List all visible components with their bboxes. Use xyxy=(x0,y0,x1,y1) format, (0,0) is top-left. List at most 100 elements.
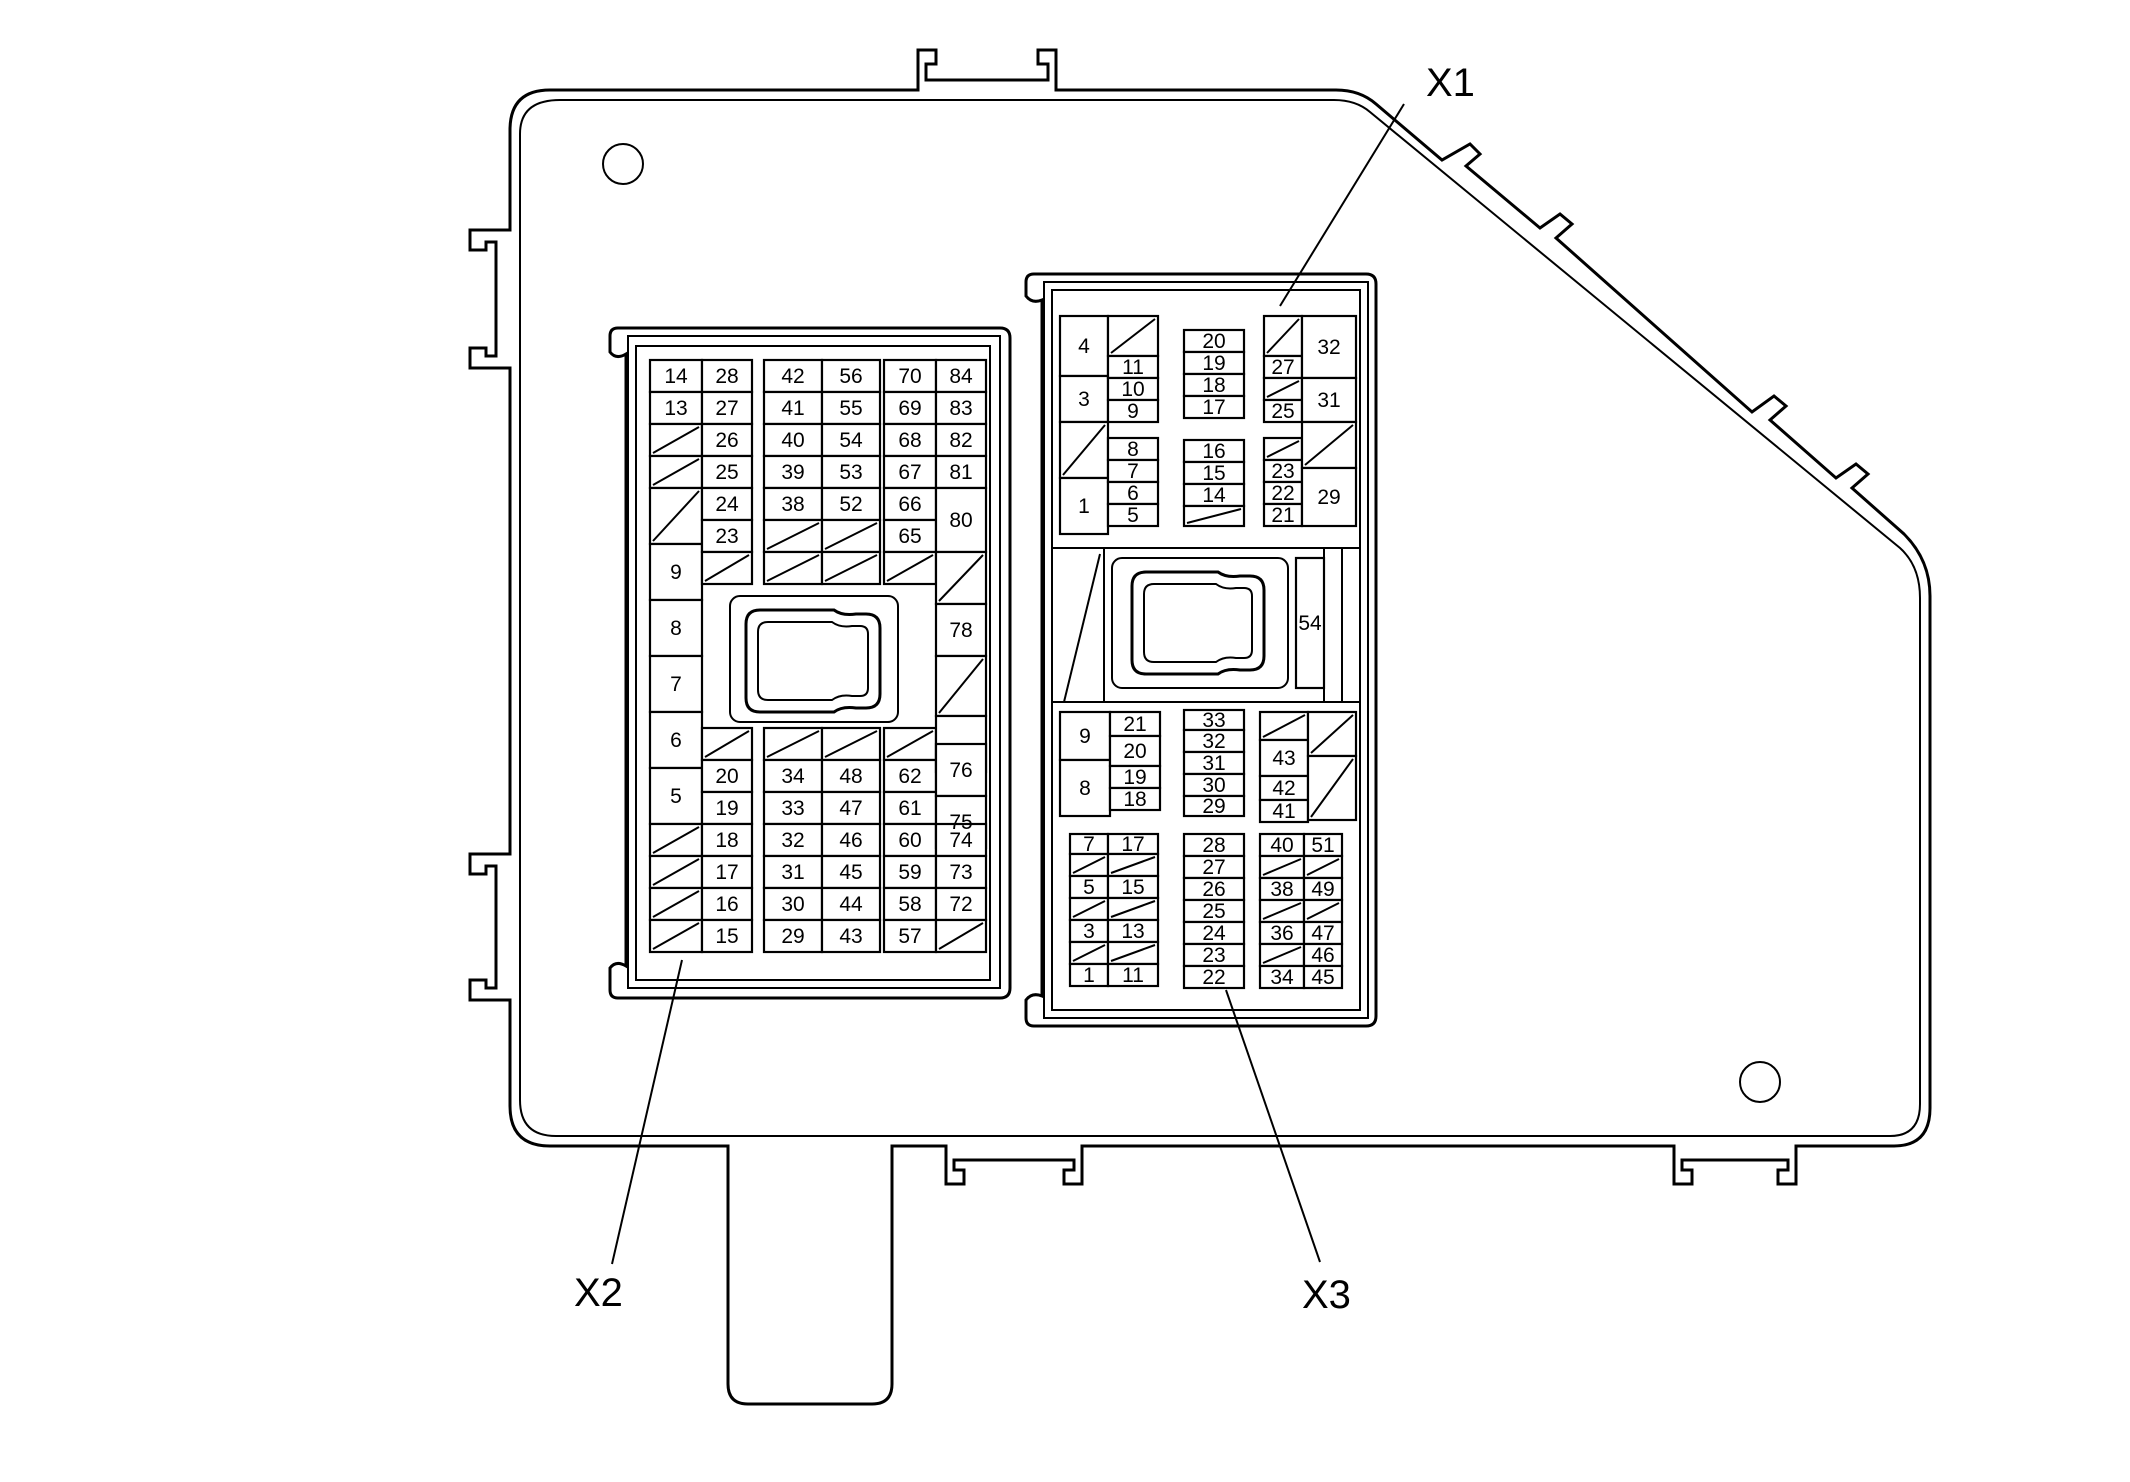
pin-number: 23 xyxy=(1271,460,1294,483)
pin-number: 7 xyxy=(1127,460,1139,483)
blank-pin-cell xyxy=(820,726,882,762)
pin-number: 7 xyxy=(1083,833,1095,856)
blank-pin-cell xyxy=(1106,896,1160,922)
pin-cells xyxy=(648,314,1358,990)
pin-number: 9 xyxy=(1079,725,1091,748)
blank-pin-cell xyxy=(1106,852,1160,878)
pin-number: 25 xyxy=(1202,900,1225,923)
pin-cell xyxy=(762,854,824,890)
pin-cell xyxy=(1182,964,1246,990)
connector-x1-x3-frame xyxy=(1024,272,1378,1028)
blank-pin-cell xyxy=(1262,436,1304,462)
pin-number: 20 xyxy=(715,765,738,788)
pin-cell xyxy=(1108,734,1162,768)
blank-pin-cell xyxy=(1302,898,1344,924)
pin-number: 18 xyxy=(1123,788,1146,811)
pin-number: 60 xyxy=(898,829,921,852)
pin-cell xyxy=(1108,786,1162,812)
callout-label-x1: X1 xyxy=(1426,61,1475,105)
connector-x2-frame xyxy=(608,326,1012,1000)
pin-number: 48 xyxy=(839,765,862,788)
blank-pin-cell xyxy=(648,454,704,490)
pin-number: 11 xyxy=(1122,356,1144,379)
pin-number: 57 xyxy=(898,925,921,948)
blank-pin-cell xyxy=(762,726,824,762)
pin-number: 15 xyxy=(1121,876,1144,899)
pin-number: 28 xyxy=(715,365,738,388)
pin-number: 43 xyxy=(839,925,862,948)
pin-number: 47 xyxy=(1311,922,1334,945)
blank-pin-cell xyxy=(820,518,882,554)
pin-cell xyxy=(700,918,754,954)
x2-center-latch xyxy=(729,595,899,723)
pin-number: 58 xyxy=(898,893,921,916)
blank-pin-cell xyxy=(1182,504,1246,528)
pin-cell xyxy=(700,390,754,426)
pin-number: 24 xyxy=(715,493,739,516)
blank-pin-cell xyxy=(648,822,704,858)
pin-number: 33 xyxy=(781,797,804,820)
pin-cell xyxy=(934,454,988,490)
pin-number: 19 xyxy=(1123,766,1146,789)
blank-pin-cell xyxy=(934,550,988,606)
pin-number: 29 xyxy=(1202,795,1225,818)
pin-number: 21 xyxy=(1271,504,1294,527)
blank-pin-cell xyxy=(1262,314,1304,358)
pin-cell xyxy=(700,358,754,394)
pin-cell xyxy=(934,602,988,658)
pin-labels: 1413987652827262524232019181716154241403… xyxy=(664,330,1340,989)
pin-cell xyxy=(934,390,988,426)
pin-number: 80 xyxy=(949,509,972,532)
pin-number: 26 xyxy=(1202,878,1225,901)
pin-cell xyxy=(1258,738,1310,778)
blank-pin-cell xyxy=(1058,420,1110,480)
callout-line-x3 xyxy=(1225,989,1321,1263)
callout-line-x1 xyxy=(1279,103,1405,307)
pin-number: 7 xyxy=(670,673,682,696)
pin-number: 30 xyxy=(1202,774,1225,797)
callout-label-x2: X2 xyxy=(574,1271,623,1315)
pin-number: 51 xyxy=(1311,834,1334,857)
pin-number: 54 xyxy=(839,429,863,452)
pin-number: 38 xyxy=(781,493,804,516)
blank-pin-cell xyxy=(1106,940,1160,966)
pin-number: 70 xyxy=(898,365,921,388)
pin-cell xyxy=(820,886,882,922)
pin-number: 1 xyxy=(1078,495,1090,518)
pin-cell xyxy=(1106,398,1160,424)
pin-cell xyxy=(934,358,988,394)
pin-number: 39 xyxy=(781,461,804,484)
pin-number: 34 xyxy=(781,765,805,788)
pin-cell xyxy=(1258,774,1310,802)
pin-number: 1 xyxy=(1083,964,1095,987)
pin-cell xyxy=(648,542,704,602)
pin-number: 31 xyxy=(1202,752,1225,775)
pin-number: 14 xyxy=(1202,484,1226,507)
pin-number: 20 xyxy=(1202,330,1225,353)
pin-number: 66 xyxy=(898,493,921,516)
pin-number: 20 xyxy=(1123,740,1146,763)
pin-number: 56 xyxy=(839,365,862,388)
pin-number: 19 xyxy=(715,797,738,820)
pin-cell xyxy=(700,758,754,794)
pin-number: 33 xyxy=(1202,709,1225,732)
pin-number: 78 xyxy=(949,619,972,642)
pin-number: 52 xyxy=(839,493,862,516)
pin-cell xyxy=(700,822,754,858)
callouts: X1 X2 X3 xyxy=(574,61,1475,1317)
pin-cell xyxy=(1106,962,1160,988)
blank-pin-cell xyxy=(1262,376,1304,402)
housing xyxy=(468,48,1932,1406)
pin-number: 42 xyxy=(1272,777,1295,800)
pin-number: 9 xyxy=(670,561,682,584)
blank-pin-cell xyxy=(762,550,824,586)
pin-cell xyxy=(820,454,882,490)
pin-cell xyxy=(1058,476,1110,536)
blank-pin-cell xyxy=(1306,754,1358,822)
pin-number: 49 xyxy=(1311,878,1334,901)
blank-pin-cell xyxy=(1302,854,1344,880)
pin-number: 17 xyxy=(1121,833,1144,856)
pin-number: 54 xyxy=(1298,612,1322,635)
pin-cell xyxy=(820,918,882,954)
pin-cell xyxy=(700,518,754,554)
